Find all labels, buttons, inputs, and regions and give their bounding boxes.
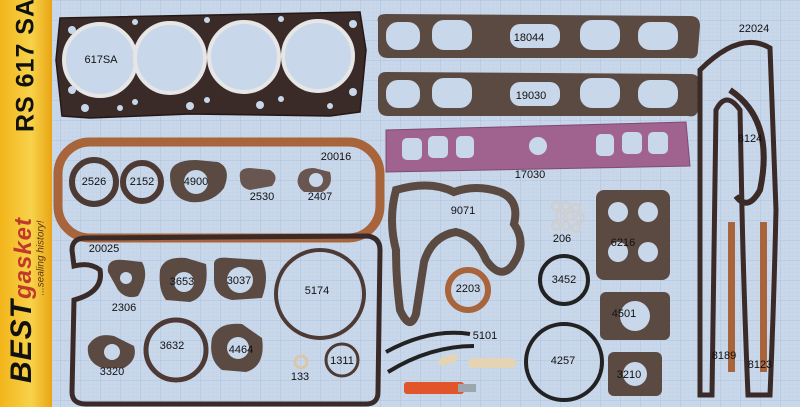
part-label-3037: 3037 bbox=[226, 275, 252, 287]
oil-pan-gasket-20025 bbox=[69, 233, 383, 407]
part-label-5174: 5174 bbox=[304, 285, 330, 297]
part-label-6216: 6216 bbox=[610, 237, 636, 249]
brand-logo-prefix: BEST bbox=[5, 299, 38, 384]
part-label-2203: 2203 bbox=[455, 283, 481, 295]
brand-slogan: ...sealing history! bbox=[35, 220, 47, 296]
gasket-3210 bbox=[608, 352, 662, 396]
thermostat-gasket-4501 bbox=[600, 292, 670, 340]
part-label-4900: 4900 bbox=[183, 176, 209, 188]
part-label-20025: 20025 bbox=[88, 243, 120, 255]
part-label-17030: 17030 bbox=[514, 169, 546, 181]
kit-code-label: RS 617 SA bbox=[11, 0, 40, 133]
part-label-3452: 3452 bbox=[551, 274, 577, 286]
cork-strips bbox=[728, 222, 767, 372]
utility-knife bbox=[404, 382, 476, 394]
part-label-1311: 1311 bbox=[330, 355, 354, 367]
part-label-4501: 4501 bbox=[611, 308, 637, 320]
small-gaskets-upper bbox=[69, 157, 331, 207]
part-label-8124: 8124 bbox=[737, 133, 763, 145]
brand-logo-suffix: gasket bbox=[10, 216, 37, 300]
part-label-2407: 2407 bbox=[307, 191, 333, 203]
part-label-9071: 9071 bbox=[450, 205, 476, 217]
part-label-2152: 2152 bbox=[129, 176, 155, 188]
part-label-2306: 2306 bbox=[111, 302, 137, 314]
ring-4257 bbox=[524, 322, 604, 402]
part-label-206: 206 bbox=[552, 233, 572, 245]
part-label-22024: 22024 bbox=[738, 23, 770, 35]
part-label-2526: 2526 bbox=[81, 176, 107, 188]
intake-gasket-17030 bbox=[385, 121, 691, 173]
ring-3452 bbox=[538, 254, 590, 306]
part-label-133: 133 bbox=[290, 371, 310, 383]
exhaust-gasket-19030 bbox=[378, 72, 700, 117]
part-label-2530: 2530 bbox=[249, 191, 275, 203]
part-label-20016: 20016 bbox=[320, 151, 352, 163]
brand-logo: BESTgasket bbox=[5, 217, 39, 383]
part-label-5101: 5101 bbox=[472, 330, 498, 342]
exhaust-gasket-18044 bbox=[377, 14, 700, 59]
part-label-3210: 3210 bbox=[616, 369, 642, 381]
o-ring-set-206 bbox=[550, 200, 586, 234]
carb-gasket-6216 bbox=[596, 190, 670, 280]
part-label-3653: 3653 bbox=[169, 276, 195, 288]
part-label-8189: 8189 bbox=[711, 350, 737, 362]
part-label-617SA: 617SA bbox=[84, 54, 118, 66]
part-label-19030: 19030 bbox=[515, 90, 547, 102]
rope-seals-5101 bbox=[385, 330, 516, 374]
part-label-3320: 3320 bbox=[99, 366, 125, 378]
part-label-4464: 4464 bbox=[228, 344, 254, 356]
head-gasket bbox=[55, 11, 367, 119]
part-label-18044: 18044 bbox=[513, 32, 545, 44]
seal-2203 bbox=[445, 267, 491, 313]
small-gaskets-lower bbox=[87, 248, 366, 383]
brand-strip bbox=[0, 0, 52, 407]
timing-cover-gasket-9071 bbox=[388, 181, 525, 326]
part-label-3632: 3632 bbox=[159, 340, 185, 352]
pan-gasket-22024 bbox=[697, 39, 779, 398]
part-label-8123: 8123 bbox=[747, 359, 773, 371]
part-label-4257: 4257 bbox=[550, 355, 576, 367]
